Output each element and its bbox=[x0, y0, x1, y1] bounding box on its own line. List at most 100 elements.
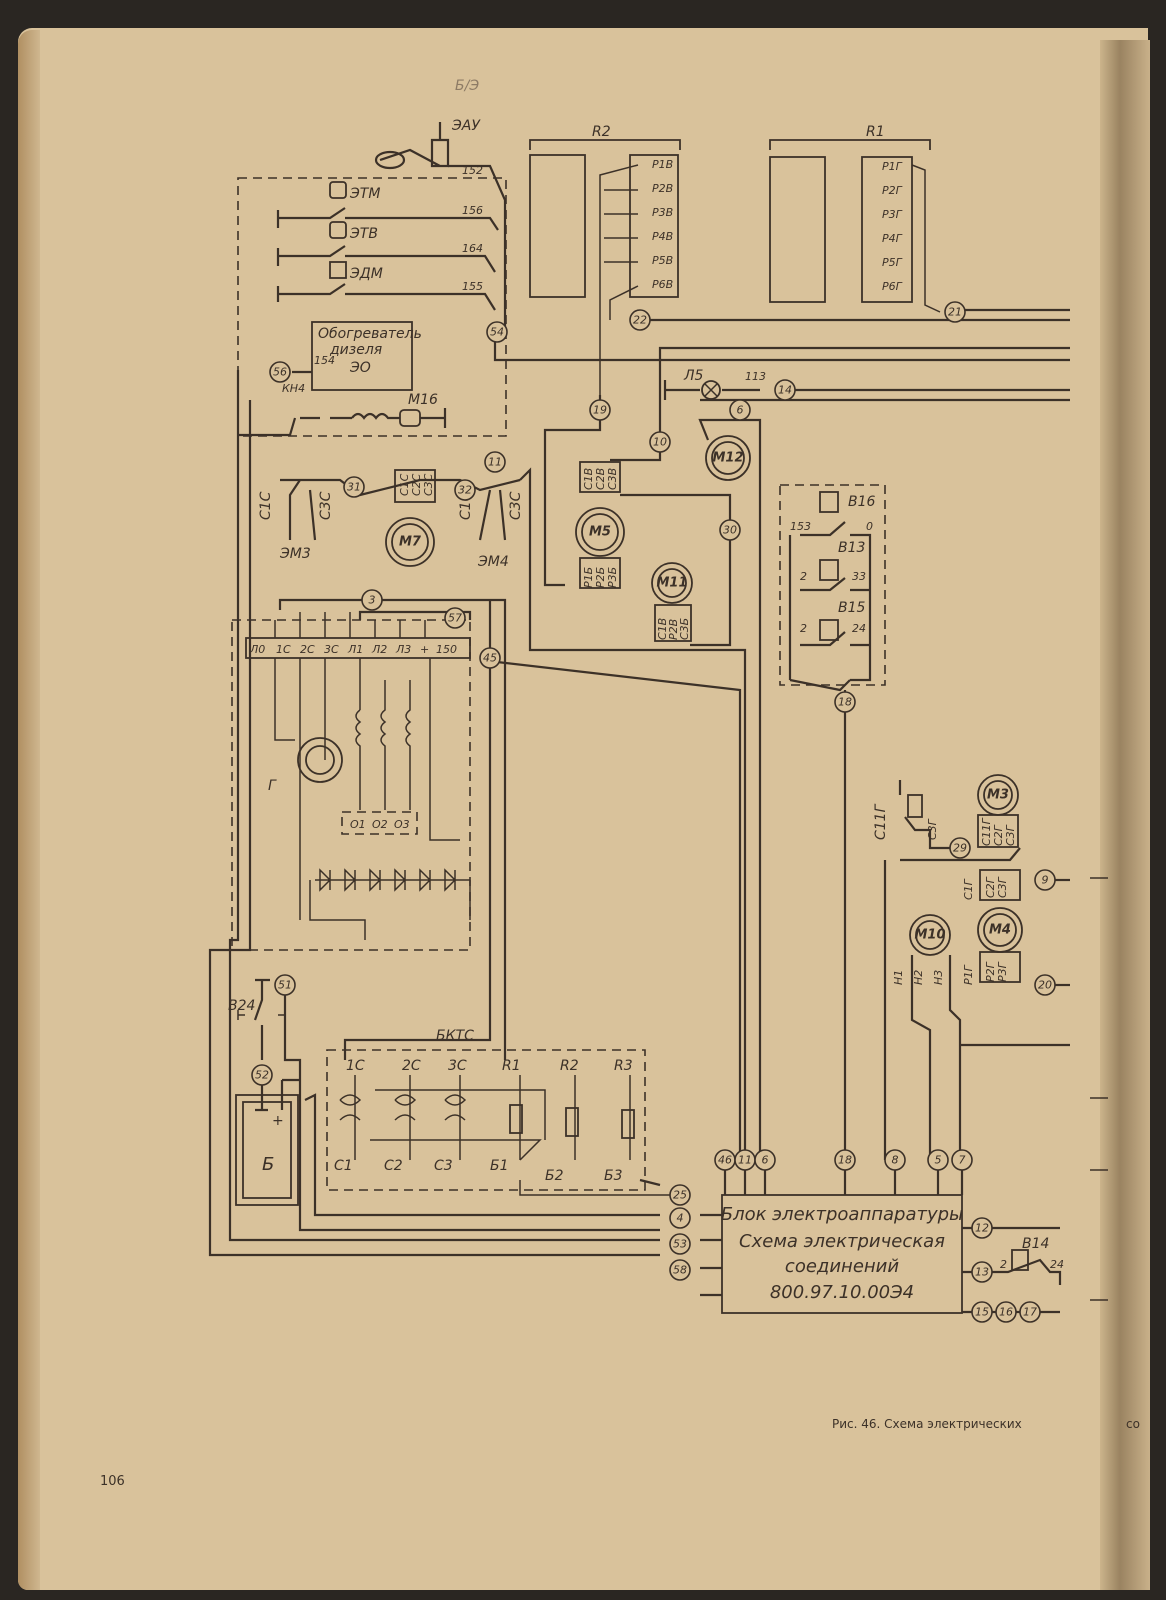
r1-tap-1: Р1Г bbox=[882, 160, 903, 173]
m7-group: С1С С3С ЭМ3 С1С С3С ЭМ4 С1С С2С С3С М7 bbox=[258, 467, 747, 1160]
figure-caption: Рис. 46. Схема электрических bbox=[832, 1417, 1022, 1431]
node-52-label: 52 bbox=[255, 1069, 269, 1082]
r2-body bbox=[529, 154, 586, 298]
wire-154-label: 154 bbox=[314, 354, 335, 367]
bktc-r3 bbox=[621, 1109, 635, 1139]
m3-tap-1: С11Г bbox=[980, 817, 993, 846]
edm-line bbox=[276, 283, 496, 311]
r1-bracket bbox=[769, 139, 931, 150]
r1-body bbox=[769, 156, 826, 303]
node-16-label: 16 bbox=[999, 1306, 1013, 1319]
node-8-label: 8 bbox=[892, 1154, 899, 1167]
r1-label: R1 bbox=[866, 124, 885, 140]
kn4-switch bbox=[238, 416, 352, 437]
node-17-label: 17 bbox=[1023, 1306, 1037, 1319]
v16-switch bbox=[800, 521, 872, 682]
v16-body bbox=[819, 491, 839, 513]
m3-motor-inner bbox=[983, 780, 1013, 810]
m5-group: С1В С2В С3В М5 Р1Б Р2Б Р3Б М11 С1В Р2В С… bbox=[543, 395, 751, 647]
node-3 bbox=[361, 589, 383, 611]
m4-top-3: С3Г bbox=[996, 876, 1009, 898]
wire-0-label: 0 bbox=[866, 520, 873, 533]
m3-terminal bbox=[977, 814, 1019, 848]
apparatus-line-4: 800.97.10.00Э4 bbox=[770, 1282, 914, 1303]
m4-bot-2: Р2Г bbox=[984, 961, 997, 982]
r2-block: R2 Р1В Р2В Р3В Р4В Р5В Р6В bbox=[529, 124, 1070, 395]
node-21-label: 21 bbox=[948, 306, 962, 319]
m7-label: М7 bbox=[399, 535, 422, 550]
wire-18 bbox=[789, 678, 851, 1160]
r2-bracket bbox=[529, 139, 681, 150]
node-58-label: 58 bbox=[673, 1264, 687, 1277]
node-4-label: 4 bbox=[677, 1212, 684, 1225]
v14-body bbox=[1011, 1249, 1029, 1271]
m7-tap-2: С2С bbox=[410, 473, 423, 496]
v15-label: В15 bbox=[838, 600, 866, 616]
m4-bot-3: Р3Г bbox=[996, 961, 1009, 982]
m10-motor-inner bbox=[915, 920, 945, 950]
m4-motor-inner bbox=[983, 913, 1017, 947]
r1-block: R1 Р1Г Р2Г Р3Г Р4Г Р5Г Р6Г bbox=[769, 124, 1070, 313]
node-54-label: 54 bbox=[490, 326, 504, 339]
gen-winding-box bbox=[341, 811, 418, 835]
wire-left-main bbox=[228, 370, 660, 1242]
wire-33-label: 33 bbox=[852, 570, 866, 583]
m10-label: М10 bbox=[914, 928, 945, 943]
wire-5-7 bbox=[910, 955, 962, 1160]
v13-body bbox=[819, 559, 839, 581]
node-8 bbox=[884, 1149, 906, 1171]
node-14 bbox=[774, 379, 796, 401]
gen-stator-windings bbox=[355, 680, 412, 810]
wire-left-58 bbox=[208, 400, 660, 1257]
m11-tap-1: С1В bbox=[656, 618, 669, 640]
r1-tap-5: Р5Г bbox=[882, 256, 903, 269]
s11g-body bbox=[907, 794, 923, 818]
gen-terminal-leads bbox=[274, 612, 426, 920]
gen-term-9: 150 bbox=[436, 643, 457, 656]
bktc-r1 bbox=[509, 1104, 523, 1134]
battery-group: В24 Б + bbox=[228, 978, 660, 1232]
apparatus-box bbox=[721, 1194, 963, 1314]
gen-term-4: 3С bbox=[324, 643, 339, 656]
bktc-top-5: R2 bbox=[560, 1058, 579, 1074]
etv-line bbox=[276, 245, 496, 273]
r1-taps bbox=[911, 164, 941, 313]
s11g-label: С11Г bbox=[873, 803, 889, 840]
wire-2a-label: 2 bbox=[800, 570, 807, 583]
eau-float bbox=[374, 150, 406, 170]
caption-continuation: со bbox=[1126, 1417, 1140, 1431]
node-12 bbox=[971, 1217, 993, 1239]
node-56-label: 56 bbox=[273, 366, 287, 379]
m4-label: М4 bbox=[989, 923, 1011, 938]
m5-label: М5 bbox=[589, 525, 611, 540]
m11-terminal bbox=[654, 604, 692, 642]
edm-label: ЭДМ bbox=[349, 266, 383, 282]
m10-tap-2: Н2 bbox=[912, 970, 925, 985]
bus-54 bbox=[493, 340, 1070, 362]
node-25-label: 25 bbox=[673, 1189, 687, 1202]
l5-lamp-cross bbox=[704, 383, 718, 397]
r2-tap-5: Р5В bbox=[652, 254, 673, 267]
m11-tap-2: Р2В bbox=[667, 619, 680, 640]
m16-label: М16 bbox=[408, 392, 438, 408]
node-19-label: 19 bbox=[593, 404, 607, 417]
apparatus-top-leads bbox=[723, 1160, 964, 1195]
m11-motor-inner bbox=[657, 568, 687, 598]
eau-label: ЭАУ bbox=[451, 118, 481, 134]
wire-4 bbox=[304, 1093, 660, 1217]
wire-24-label: 24 bbox=[852, 622, 866, 635]
bktc-verticals bbox=[354, 1075, 631, 1160]
v13-switch bbox=[788, 535, 870, 680]
node-17 bbox=[1019, 1301, 1041, 1323]
bktc-coils bbox=[339, 1094, 467, 1121]
node-19 bbox=[589, 399, 611, 421]
node-12-label: 12 bbox=[975, 1222, 989, 1235]
em4-label: ЭМ4 bbox=[477, 554, 509, 570]
node-6 bbox=[729, 399, 751, 421]
m10-tap-3: Н3 bbox=[932, 970, 945, 985]
wire-155-label: 155 bbox=[462, 280, 483, 293]
node-45-label: 45 bbox=[483, 652, 497, 665]
bktc-label: БКТС bbox=[436, 1028, 474, 1044]
